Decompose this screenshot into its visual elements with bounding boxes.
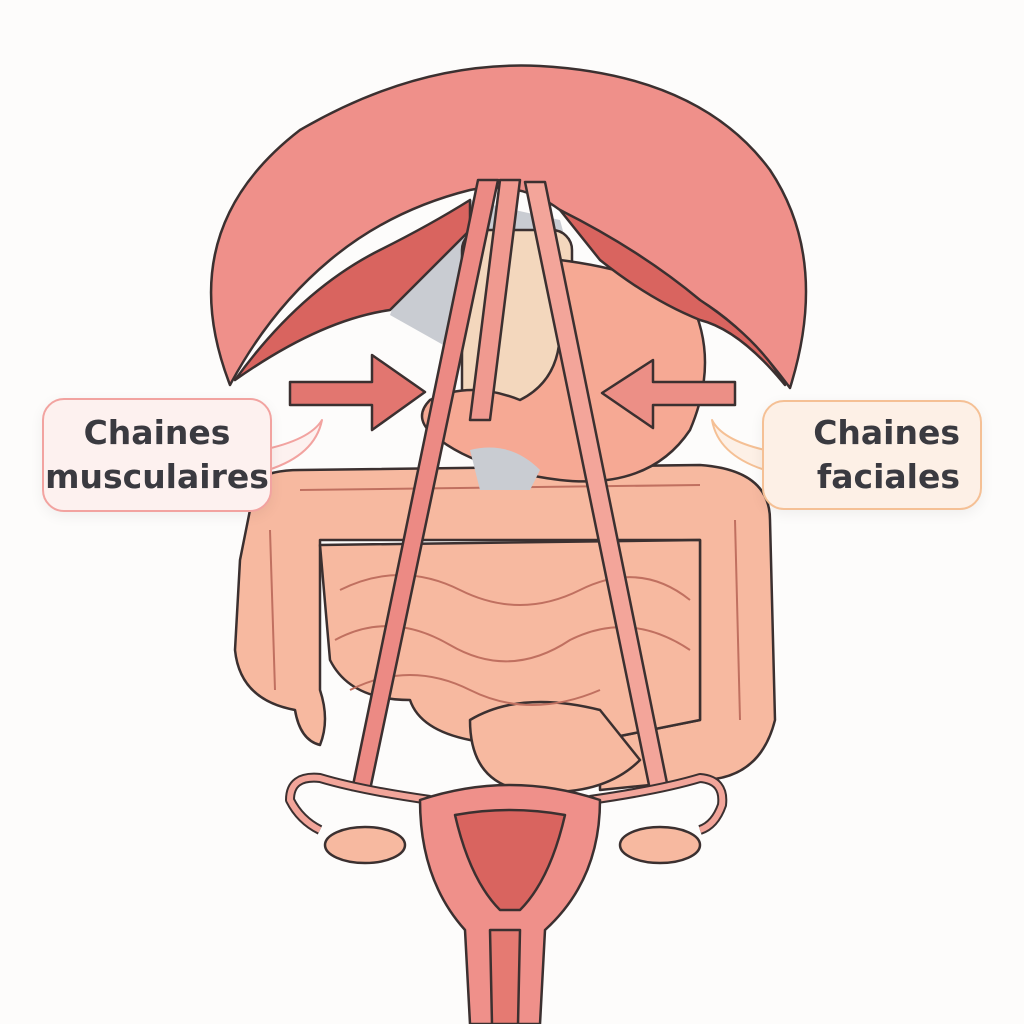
sigmoid <box>468 700 642 794</box>
uterine-cavity <box>453 808 567 912</box>
diaphragm <box>209 64 808 390</box>
label-left-line1: Chaines <box>83 413 231 452</box>
label-left-line2: musculaires <box>45 457 269 496</box>
right-label-tail <box>711 419 766 471</box>
label-right-line2: faciales <box>816 457 960 496</box>
arrow-left-pointing <box>600 358 737 430</box>
arrow-right-pointing <box>288 353 427 432</box>
label-chaines-faciales: Chaines faciales <box>762 400 982 510</box>
ovary-left <box>323 825 407 865</box>
ovary-right <box>618 825 702 865</box>
intestines <box>233 463 777 794</box>
left-label-tail <box>261 419 323 471</box>
label-right-line1: Chaines <box>813 413 960 452</box>
diaphragm-underside-right <box>558 208 787 387</box>
diaphragm-underside <box>233 198 472 382</box>
stomach-grey <box>470 447 540 490</box>
muscle-band-center <box>468 178 522 422</box>
uterus <box>285 772 728 1024</box>
cervical-canal <box>488 928 522 1024</box>
label-chaines-musculaires: Chaines musculaires <box>42 398 272 512</box>
